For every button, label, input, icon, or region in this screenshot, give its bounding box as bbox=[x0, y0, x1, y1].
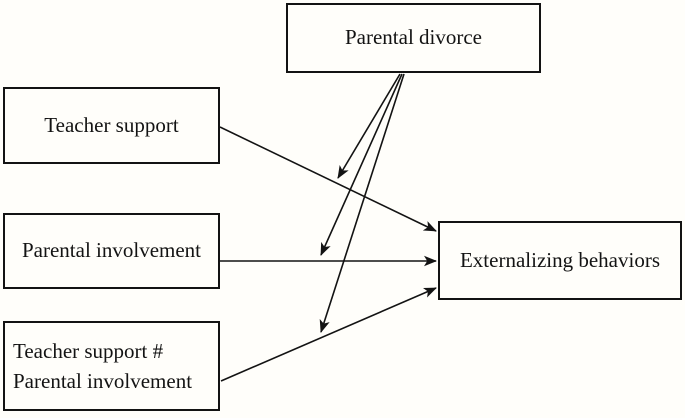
node-parental-involvement: Parental involvement bbox=[3, 213, 220, 289]
edge-divorce-moderates-interaction-path bbox=[319, 73, 405, 333]
node-teacher-support: Teacher support bbox=[3, 87, 220, 164]
node-interaction-label-line2: Parental involvement bbox=[13, 369, 193, 393]
node-interaction-teacher-support-x-parental-involvement: Teacher support # Parental involvement bbox=[3, 321, 220, 411]
node-parental-divorce: Parental divorce bbox=[286, 3, 541, 73]
node-interaction-label-line1: Teacher support # bbox=[13, 338, 164, 363]
node-interaction-label: Teacher support # Parental involvement bbox=[13, 336, 192, 397]
node-teacher-support-label: Teacher support bbox=[44, 112, 179, 137]
edge-divorce-moderates-teacher-support-path bbox=[337, 73, 401, 179]
node-parental-divorce-label: Parental divorce bbox=[344, 25, 483, 50]
edge-teacher-support-to-externalizing bbox=[219, 126, 437, 232]
edge-divorce-moderates-parental-involvement-path bbox=[320, 73, 403, 256]
node-parental-involvement-label: Parental involvement bbox=[21, 238, 202, 263]
edge-interaction-to-externalizing bbox=[220, 287, 437, 382]
node-externalizing-behaviors-label: Externalizing behaviors bbox=[459, 247, 660, 272]
node-externalizing-behaviors: Externalizing behaviors bbox=[438, 221, 682, 300]
